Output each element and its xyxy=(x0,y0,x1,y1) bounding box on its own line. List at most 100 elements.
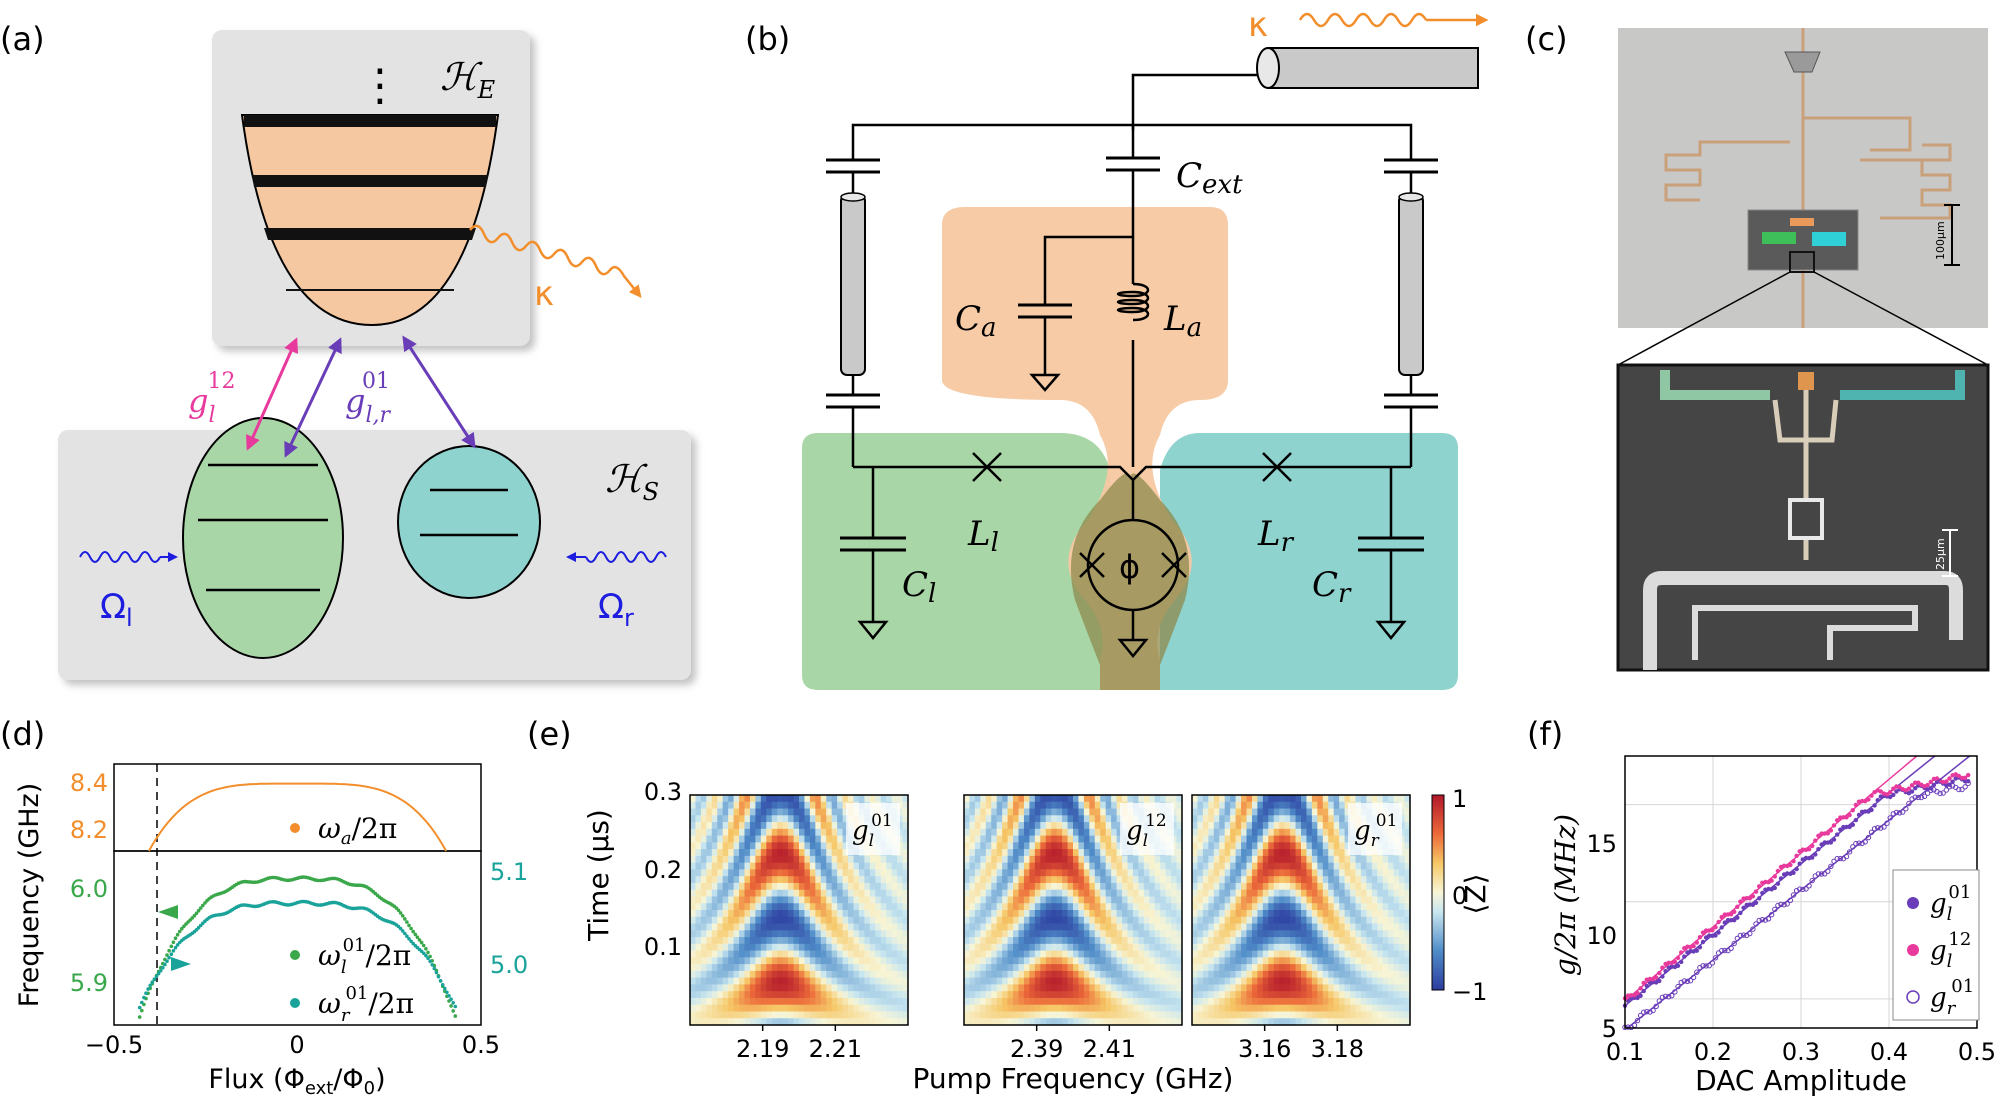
heatmap-cell xyxy=(820,937,827,945)
heatmap-cell xyxy=(1382,795,1389,803)
heatmap-cell xyxy=(804,882,811,891)
heatmap-cell xyxy=(1154,997,1161,1006)
heatmap-cell xyxy=(777,835,784,843)
data-point xyxy=(1966,772,1971,778)
heatmap-cell xyxy=(1045,801,1052,810)
heatmap-cell xyxy=(788,957,795,965)
data-point xyxy=(424,953,428,958)
heatmap-frame xyxy=(689,794,909,1026)
heatmap-cell xyxy=(826,795,833,803)
heatmap-cell xyxy=(1241,943,1248,952)
heatmap-cell xyxy=(1122,1018,1129,1026)
heatmap-cell xyxy=(996,916,1003,925)
heatmap-cell xyxy=(760,828,767,837)
heatmap-cell xyxy=(1344,910,1351,918)
heatmap-cell xyxy=(1143,937,1150,945)
heatmap-cell xyxy=(1328,957,1335,965)
heatmap-cell xyxy=(1111,808,1118,816)
heatmap-cell xyxy=(711,943,718,952)
heatmap-cell xyxy=(1100,889,1107,898)
heatmap-cell xyxy=(1007,889,1014,898)
heatmap-cell xyxy=(880,950,887,958)
heatmap-cell xyxy=(1023,997,1030,1006)
cbar-tick: 1 xyxy=(1452,785,1467,813)
heatmap-cell xyxy=(1202,997,1209,1006)
heatmap-cell xyxy=(1295,903,1302,911)
heatmap-cell xyxy=(809,957,816,965)
heatmap-cell xyxy=(1111,828,1118,837)
heatmap-cell xyxy=(1029,910,1036,918)
heatmap-cell xyxy=(902,916,909,925)
heatmap-cell xyxy=(1333,815,1340,823)
heatmap-cell xyxy=(700,977,707,986)
heatmap-cell xyxy=(1377,950,1384,958)
heatmap-cell xyxy=(771,1018,778,1026)
heatmap-cell xyxy=(1388,862,1395,871)
panel-d-label: (d) xyxy=(0,715,45,753)
heatmap-cell xyxy=(1094,822,1101,830)
heatmap-cell xyxy=(1100,930,1107,938)
heatmap-cell xyxy=(1083,964,1090,972)
heatmap-cell xyxy=(1219,835,1226,843)
heatmap-cell xyxy=(1067,842,1074,850)
heatmap-cell xyxy=(1279,997,1286,1006)
heatmap-cell xyxy=(1235,828,1242,837)
heatmap-cell xyxy=(1018,808,1025,816)
heatmap-cell xyxy=(1002,815,1009,823)
heatmap-cell xyxy=(1111,855,1118,864)
heatmap-cell xyxy=(831,984,838,992)
heatmap-cell xyxy=(1056,889,1063,898)
heatmap-cell xyxy=(1339,815,1346,823)
heatmap-cell xyxy=(964,876,971,884)
heatmap-cell xyxy=(1339,835,1346,843)
heatmap-cell xyxy=(1078,795,1085,803)
heatmap-cell xyxy=(722,862,729,871)
data-point xyxy=(1753,900,1759,905)
data-point xyxy=(1713,925,1718,930)
heatmap-cell xyxy=(815,801,822,810)
heatmap-cell xyxy=(1013,977,1020,986)
heatmap-cell xyxy=(771,801,778,810)
heatmap-cell xyxy=(1105,1011,1112,1019)
heatmap-cell xyxy=(766,842,773,850)
e-ylabel: Time (μs) xyxy=(582,809,615,942)
heatmap-cell xyxy=(1295,997,1302,1006)
heatmap-cell xyxy=(980,970,987,979)
heatmap-cell xyxy=(964,997,971,1006)
heatmap-cell xyxy=(1078,822,1085,830)
heatmap-cell xyxy=(820,801,827,810)
heatmap-cell xyxy=(1116,889,1123,898)
heatmap-cell xyxy=(1219,1004,1226,1013)
heatmap-cell xyxy=(1333,903,1340,911)
heatmap-cell xyxy=(690,937,697,945)
heatmap-cell xyxy=(980,957,987,965)
heatmap-cell xyxy=(1040,849,1047,857)
heatmap-cell xyxy=(1306,957,1313,965)
heatmap-cell xyxy=(1202,937,1209,945)
heatmap-cell xyxy=(1202,828,1209,837)
heatmap-cell xyxy=(853,896,860,904)
heatmap-cell xyxy=(788,828,795,837)
heatmap-cell xyxy=(1366,970,1373,979)
heatmap-cell xyxy=(777,950,784,958)
heatmap-cell xyxy=(1257,862,1264,871)
heatmap-cell xyxy=(733,828,740,837)
heatmap-cell xyxy=(1350,1018,1357,1026)
heatmap-cell xyxy=(695,943,702,952)
heatmap-cell xyxy=(1192,977,1199,986)
heatmap-cell xyxy=(1165,869,1172,877)
heatmap-cell xyxy=(1160,903,1167,911)
data-point xyxy=(1641,1009,1647,1015)
heatmap-cell xyxy=(985,801,992,810)
heatmap-cell xyxy=(1317,957,1324,965)
heatmap-cell xyxy=(902,862,909,871)
data-point xyxy=(1741,905,1746,910)
heatmap-cell xyxy=(1197,943,1204,952)
heatmap-cell xyxy=(1160,1011,1167,1019)
heatmap-cell xyxy=(886,876,893,884)
heatmap-cell xyxy=(739,977,746,986)
heatmap-cell xyxy=(766,950,773,958)
heatmap-cell xyxy=(1366,876,1373,884)
heatmap-cell xyxy=(1377,903,1384,911)
heatmap-cell xyxy=(831,808,838,816)
